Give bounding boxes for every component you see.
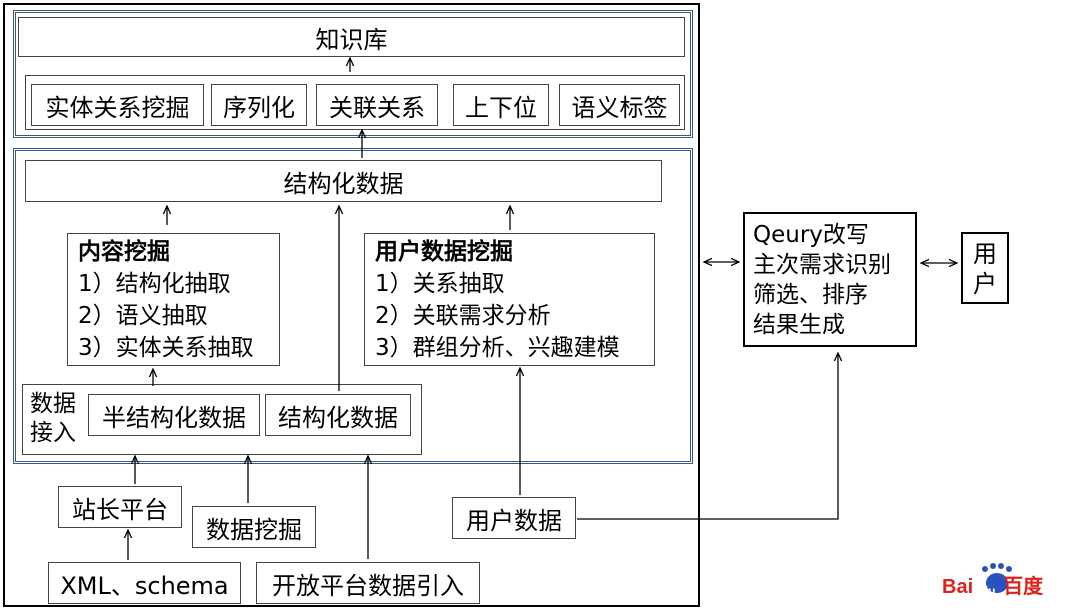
open-platform-box: 开放平台数据引入 — [256, 562, 480, 604]
baidu-paw-icon — [982, 563, 1012, 593]
kb-module-hypernym: 上下位 — [453, 84, 549, 126]
structured-data-box: 结构化数据 — [25, 160, 662, 202]
user-data-mining-box: 用户数据挖掘 1）关系抽取 2）关联需求分析 3）群组分析、兴趣建模 — [364, 233, 655, 366]
kb-modules-group — [25, 75, 685, 130]
arrow-userdata-to-query — [577, 353, 838, 520]
xml-schema-box: XML、schema — [48, 562, 241, 604]
kb-module-serialization: 序列化 — [211, 84, 307, 126]
user-data-mining-title: 用户数据挖掘 — [375, 239, 513, 265]
kb-module-entity-relation: 实体关系挖掘 — [31, 84, 204, 126]
processing-panel — [13, 148, 693, 464]
baidu-logo-text: Bai — [942, 576, 974, 598]
data-access-group — [22, 384, 422, 455]
baidu-logo-paw-text: du — [980, 584, 996, 598]
data-access-label: 数据 接入 — [30, 391, 76, 446]
query-line: 结果生成 — [753, 312, 845, 338]
knowledge-base-title: 知识库 — [315, 25, 388, 54]
query-line: Qeury改写 — [753, 222, 869, 248]
kb-module-semantic-tag: 语义标签 — [559, 84, 680, 126]
content-mining-item: 2）语义抽取 — [78, 303, 208, 329]
user-data-box: 用户数据 — [452, 497, 576, 539]
content-mining-item: 1）结构化抽取 — [78, 271, 231, 297]
query-line: 筛选、排序 — [753, 282, 868, 308]
user-data-mining-item: 1）关系抽取 — [375, 271, 505, 297]
system-boundary — [3, 3, 700, 607]
structured-data-source-box: 结构化数据 — [265, 394, 411, 436]
baidu-logo-cn: 百度 — [1003, 574, 1044, 598]
user-data-mining-item: 3）群组分析、兴趣建模 — [375, 335, 620, 361]
content-mining-box: 内容挖掘 1）结构化抽取 2）语义抽取 3）实体关系抽取 — [67, 233, 280, 366]
structured-data-title: 结构化数据 — [283, 169, 404, 198]
query-box: Qeury改写 主次需求识别 筛选、排序 结果生成 — [743, 212, 917, 347]
data-mining-box: 数据挖掘 — [192, 506, 316, 548]
user-box: 用 户 — [961, 232, 1009, 304]
knowledge-base-panel — [13, 10, 693, 138]
kb-module-association: 关联关系 — [316, 84, 438, 126]
knowledge-base-box: 知识库 — [18, 17, 685, 57]
semi-structured-data-box: 半结构化数据 — [88, 394, 260, 436]
user-data-mining-item: 2）关联需求分析 — [375, 303, 551, 329]
content-mining-title: 内容挖掘 — [78, 239, 170, 265]
query-line: 主次需求识别 — [753, 252, 891, 278]
webmaster-platform-box: 站长平台 — [58, 486, 182, 528]
content-mining-item: 3）实体关系抽取 — [78, 335, 254, 361]
